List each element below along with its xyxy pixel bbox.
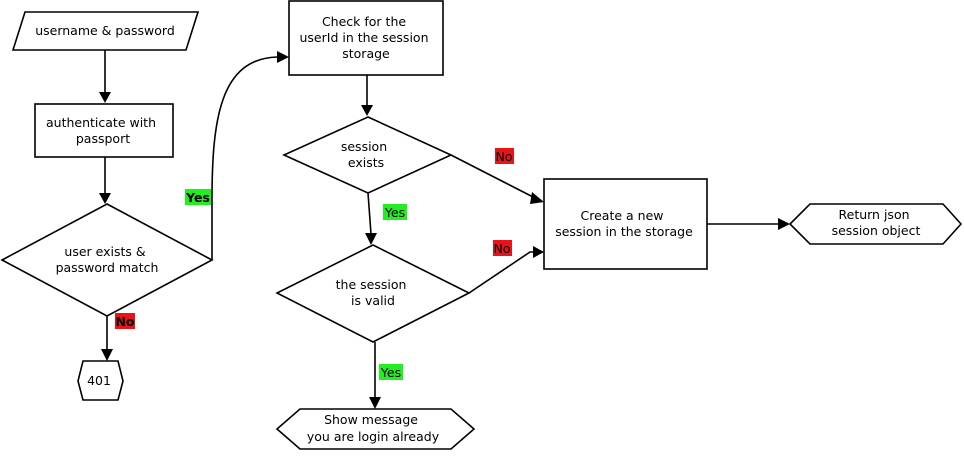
- node-authenticate: authenticate with passport: [34, 103, 174, 158]
- session-valid-line-1: the session: [336, 277, 407, 292]
- show-message-line-1: Show message: [324, 412, 418, 427]
- input-label: username & password: [35, 23, 175, 38]
- edge-labels: Yes No No Yes No Yes: [115, 148, 514, 380]
- session-exists-line-2: exists: [348, 155, 384, 170]
- session-exists-diamond: [282, 116, 453, 194]
- create-session-line-2: session in the storage: [555, 224, 693, 239]
- show-message-line-2: you are login already: [307, 429, 440, 444]
- arrowhead: [369, 397, 381, 409]
- arrowhead: [533, 246, 544, 258]
- edge-valid-to-create: [468, 251, 534, 294]
- node-input: username & password: [11, 11, 200, 51]
- label-valid-no-text: No: [494, 241, 511, 256]
- label-match-no-bg: [115, 313, 135, 329]
- check-session-line-1: Check for the: [322, 14, 406, 29]
- node-session-valid: the session is valid: [275, 244, 471, 343]
- session-valid-line-2: is valid: [351, 293, 395, 308]
- unauthorized-label: 401: [87, 373, 111, 388]
- authenticate-label: authenticate with passport: [46, 115, 160, 146]
- label-valid-no-bg: [493, 240, 512, 256]
- show-message-label: Show message you are login already: [307, 412, 440, 444]
- arrowhead: [99, 92, 111, 103]
- label-match-yes-bg: [185, 189, 211, 205]
- session-valid-diamond: [275, 244, 471, 343]
- session-valid-label: the session is valid: [336, 277, 411, 308]
- arrowhead: [530, 192, 544, 204]
- node-return-json: Return json session object: [788, 203, 963, 245]
- check-session-line-2: userId in the session: [300, 30, 429, 45]
- check-session-label: Check for the userId in the session stor…: [300, 14, 433, 61]
- authenticate-line-2: passport: [76, 131, 130, 146]
- create-session-box: [543, 178, 708, 270]
- check-session-line-3: storage: [342, 46, 390, 61]
- label-match-yes: Yes: [185, 189, 211, 205]
- label-exists-yes: Yes: [383, 204, 407, 220]
- check-session-box: [288, 0, 444, 76]
- edge-match-to-check-session: [211, 56, 279, 260]
- label-valid-no: No: [493, 240, 512, 256]
- label-valid-yes-text: Yes: [380, 365, 401, 380]
- label-valid-yes-bg: [379, 364, 403, 380]
- user-match-label: user exists & password match: [56, 244, 159, 275]
- label-match-yes-text: Yes: [185, 190, 210, 205]
- label-exists-no-text: No: [496, 149, 513, 164]
- node-session-exists: session exists: [282, 116, 453, 194]
- session-exists-label: session exists: [341, 139, 391, 170]
- session-exists-line-1: session: [341, 139, 387, 154]
- unauthorized-hexagon: [77, 360, 124, 401]
- edges: [99, 50, 790, 409]
- edge-exists-to-create: [450, 154, 536, 199]
- arrowhead: [277, 51, 289, 63]
- arrowhead: [101, 349, 113, 361]
- label-match-no: No: [115, 313, 135, 329]
- label-match-no-text: No: [115, 314, 134, 329]
- authenticate-line-1: authenticate with: [46, 115, 156, 130]
- node-user-match: user exists & password match: [0, 203, 214, 317]
- return-json-label: Return json session object: [832, 207, 921, 238]
- node-check-session: Check for the userId in the session stor…: [288, 0, 444, 76]
- input-parallelogram: [11, 11, 200, 51]
- edge-exists-to-valid: [367, 192, 372, 235]
- user-match-line-1: user exists &: [64, 244, 145, 259]
- show-message-shape: [275, 408, 476, 450]
- label-valid-yes: Yes: [379, 364, 403, 380]
- arrowhead: [365, 233, 377, 245]
- create-session-label: Create a new session in the storage: [555, 208, 693, 239]
- label-exists-no: No: [495, 148, 514, 164]
- label-exists-yes-bg: [383, 204, 407, 220]
- user-match-line-2: password match: [56, 260, 159, 275]
- arrowhead: [778, 218, 790, 230]
- node-show-message: Show message you are login already: [275, 408, 476, 450]
- return-json-shape: [788, 203, 963, 245]
- return-json-line-2: session object: [832, 223, 921, 238]
- label-exists-no-bg: [495, 148, 514, 164]
- arrowhead: [361, 105, 373, 116]
- node-401: 401: [77, 360, 124, 401]
- user-match-diamond: [0, 203, 214, 317]
- arrowhead: [99, 193, 111, 204]
- return-json-line-1: Return json: [839, 207, 910, 222]
- node-create-session: Create a new session in the storage: [543, 178, 708, 270]
- label-exists-yes-text: Yes: [384, 205, 405, 220]
- create-session-line-1: Create a new: [581, 208, 664, 223]
- authenticate-box: [34, 103, 174, 158]
